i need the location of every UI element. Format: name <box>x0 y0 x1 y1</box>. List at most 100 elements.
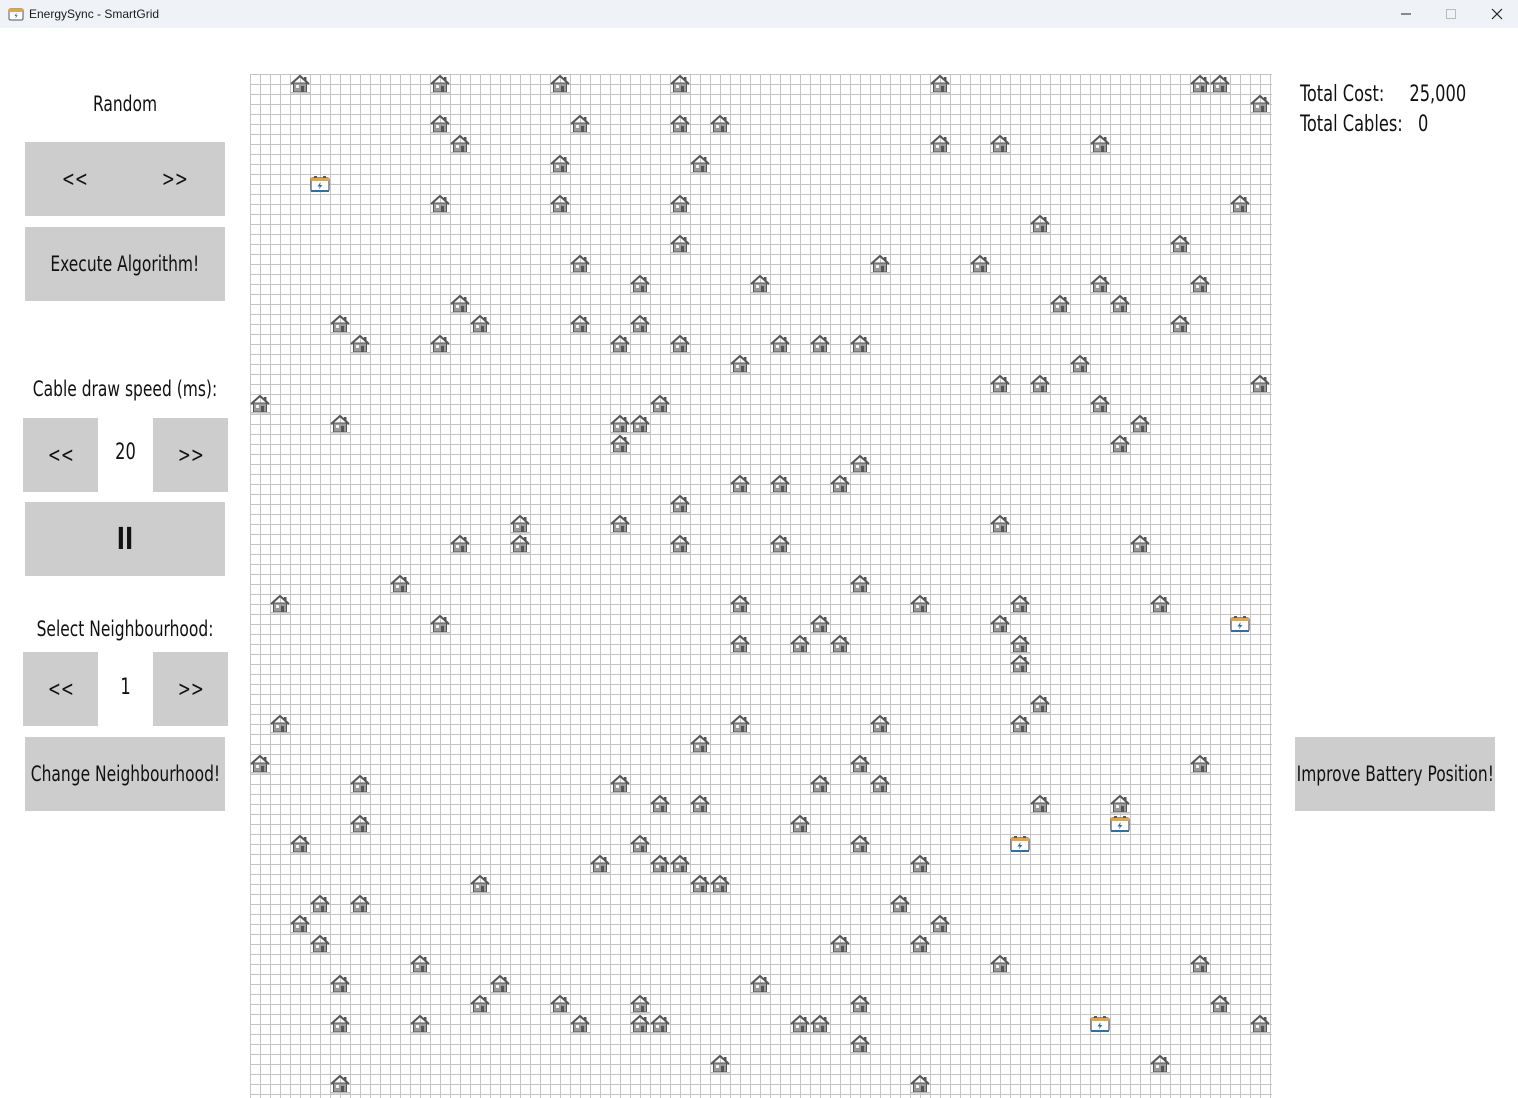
neighbourhood-prev-button[interactable]: << <box>23 652 98 726</box>
minimize-icon <box>1401 13 1411 15</box>
app-icon <box>8 8 24 21</box>
improve-battery-label: Improve Battery Position! <box>1296 762 1494 786</box>
speed-next-button[interactable]: >> <box>153 418 228 492</box>
house-icon <box>1229 194 1251 214</box>
house-icon <box>649 1014 671 1034</box>
improve-battery-button[interactable]: Improve Battery Position! <box>1295 737 1495 811</box>
house-icon <box>629 314 651 334</box>
house-icon <box>469 994 491 1014</box>
change-neighbourhood-button[interactable]: Change Neighbourhood! <box>25 737 225 811</box>
house-icon <box>609 414 631 434</box>
change-neighbourhood-label: Change Neighbourhood! <box>30 762 220 786</box>
house-icon <box>1009 634 1031 654</box>
close-button[interactable] <box>1474 0 1518 28</box>
execute-algorithm-button[interactable]: Execute Algorithm! <box>25 227 225 301</box>
neighbourhood-value: 1 <box>120 675 131 700</box>
house-icon <box>1249 1014 1271 1034</box>
house-icon <box>1109 434 1131 454</box>
house-icon <box>250 394 271 414</box>
neighbourhood-next-button[interactable]: >> <box>153 652 228 726</box>
grid-canvas[interactable] <box>250 74 1272 1098</box>
house-icon <box>629 834 651 854</box>
house-icon <box>669 114 691 134</box>
neighbourhood-label: Select Neighbourhood: <box>36 617 214 641</box>
house-icon <box>1069 354 1091 374</box>
house-icon <box>349 334 371 354</box>
house-icon <box>1209 994 1231 1014</box>
house-icon <box>909 594 931 614</box>
house-icon <box>749 974 771 994</box>
house-icon <box>989 514 1011 534</box>
house-icon <box>749 274 771 294</box>
house-icon <box>1109 294 1131 314</box>
house-icon <box>1169 234 1191 254</box>
house-icon <box>869 774 891 794</box>
house-icon <box>1189 74 1211 94</box>
house-icon <box>449 134 471 154</box>
house-icon <box>869 714 891 734</box>
pause-icon: II <box>116 521 134 557</box>
speed-value: 20 <box>115 440 136 465</box>
house-icon <box>429 194 451 214</box>
house-icon <box>989 374 1011 394</box>
house-icon <box>769 334 791 354</box>
house-icon <box>449 294 471 314</box>
house-icon <box>349 894 371 914</box>
house-icon <box>689 794 711 814</box>
house-icon <box>289 914 311 934</box>
house-icon <box>609 334 631 354</box>
house-icon <box>849 454 871 474</box>
grid-lines <box>250 74 1272 1098</box>
house-icon <box>1049 294 1071 314</box>
execute-algorithm-label: Execute Algorithm! <box>50 252 200 276</box>
house-icon <box>609 514 631 534</box>
maximize-icon <box>1446 9 1456 19</box>
house-icon <box>809 334 831 354</box>
house-icon <box>849 334 871 354</box>
mode-prev-button[interactable]: << <box>25 142 125 216</box>
battery-icon <box>1009 834 1031 854</box>
house-icon <box>269 594 291 614</box>
house-icon <box>269 714 291 734</box>
house-icon <box>1189 754 1211 774</box>
house-icon <box>569 254 591 274</box>
house-icon <box>1189 954 1211 974</box>
house-icon <box>649 854 671 874</box>
house-icon <box>689 874 711 894</box>
speed-prev-button[interactable]: << <box>23 418 98 492</box>
house-icon <box>909 854 931 874</box>
house-icon <box>769 474 791 494</box>
neighbourhood-prev-label: << <box>47 677 74 701</box>
house-icon <box>669 854 691 874</box>
mode-next-button[interactable]: >> <box>125 142 225 216</box>
battery-icon <box>1109 814 1131 834</box>
house-icon <box>789 1014 811 1034</box>
battery-icon <box>309 174 331 194</box>
maximize-button[interactable] <box>1428 0 1474 28</box>
house-icon <box>489 974 511 994</box>
house-icon <box>309 934 331 954</box>
house-icon <box>969 254 991 274</box>
house-icon <box>429 614 451 634</box>
house-icon <box>1249 374 1271 394</box>
house-icon <box>789 814 811 834</box>
house-icon <box>1029 214 1051 234</box>
house-icon <box>1029 374 1051 394</box>
house-icon <box>409 1014 431 1034</box>
battery-icon <box>1089 1014 1111 1034</box>
house-icon <box>649 794 671 814</box>
house-icon <box>669 534 691 554</box>
house-icon <box>569 114 591 134</box>
house-icon <box>809 774 831 794</box>
minimize-button[interactable] <box>1383 0 1429 28</box>
pause-button[interactable]: II <box>25 502 225 576</box>
house-icon <box>729 474 751 494</box>
house-icon <box>649 394 671 414</box>
house-icon <box>1009 594 1031 614</box>
house-icon <box>1249 94 1271 114</box>
house-icon <box>629 994 651 1014</box>
house-icon <box>909 934 931 954</box>
house-icon <box>909 1074 931 1094</box>
house-icon <box>569 1014 591 1034</box>
house-icon <box>289 834 311 854</box>
